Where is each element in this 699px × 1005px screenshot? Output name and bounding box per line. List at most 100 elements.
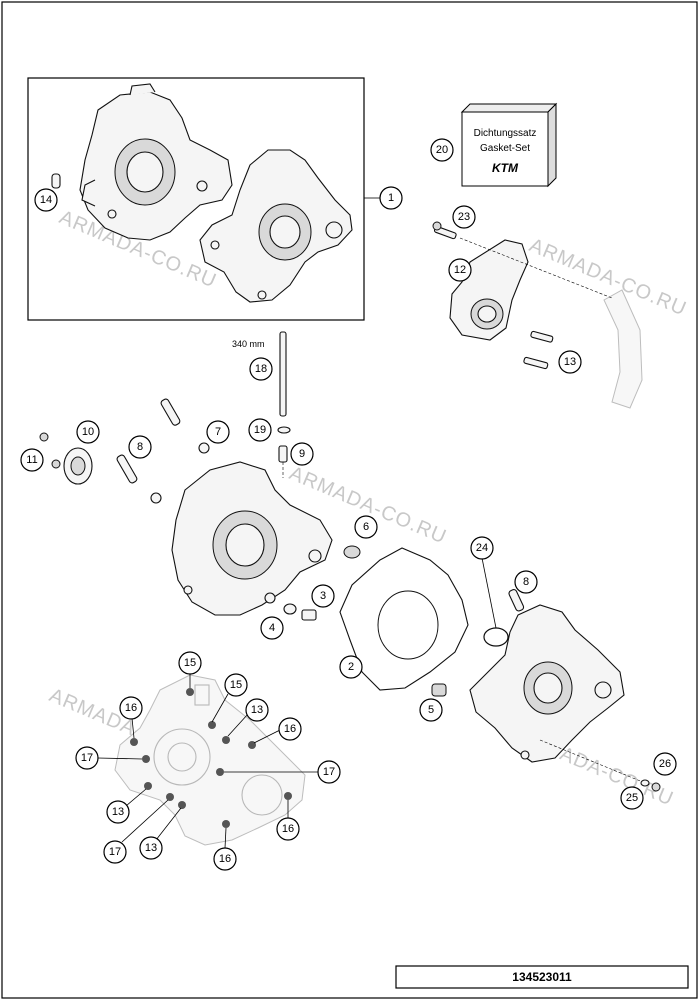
- seal-ring-4: [283, 603, 297, 615]
- callout-25[interactable]: 25: [620, 786, 644, 810]
- svg-text:16: 16: [219, 853, 231, 865]
- callout-20[interactable]: 20: [430, 138, 454, 162]
- svg-text:15: 15: [184, 657, 196, 669]
- svg-text:10: 10: [82, 426, 94, 438]
- callout-16-b[interactable]: 16: [278, 717, 302, 741]
- callout-16-c[interactable]: 16: [276, 817, 300, 841]
- crankcase-left-half: [171, 461, 333, 616]
- screw-11: [39, 432, 61, 469]
- callout-10[interactable]: 10: [76, 420, 100, 444]
- callout-8-right[interactable]: 8: [514, 570, 538, 594]
- svg-text:13: 13: [564, 356, 576, 368]
- svg-text:12: 12: [454, 264, 466, 276]
- svg-text:6: 6: [363, 521, 369, 533]
- screw-23: [432, 221, 457, 240]
- svg-text:11: 11: [26, 454, 37, 466]
- callout-6[interactable]: 6: [354, 515, 378, 539]
- callout-7[interactable]: 7: [206, 420, 230, 444]
- callout-15-a[interactable]: 15: [178, 651, 202, 675]
- svg-text:9: 9: [299, 448, 305, 460]
- svg-text:17: 17: [323, 766, 335, 778]
- callout-5[interactable]: 5: [419, 698, 443, 722]
- screw-plug-3: [301, 609, 317, 621]
- svg-text:8: 8: [137, 441, 143, 453]
- callout-16-a[interactable]: 16: [119, 696, 143, 720]
- guide-rail: [603, 289, 643, 409]
- svg-text:1: 1: [388, 192, 394, 204]
- callout-13-upper[interactable]: 13: [558, 350, 582, 374]
- gasket-set-kit: Dichtungssatz Gasket-Set KTM: [460, 102, 558, 188]
- callout-2[interactable]: 2: [339, 655, 363, 679]
- callout-14[interactable]: 14: [34, 188, 58, 212]
- callout-23[interactable]: 23: [452, 205, 476, 229]
- callout-4[interactable]: 4: [260, 616, 284, 640]
- callout-18[interactable]: 18: [249, 357, 273, 381]
- crankcase-set-box: [27, 77, 365, 321]
- svg-text:15: 15: [230, 679, 242, 691]
- screw-26: [651, 782, 661, 792]
- svg-text:25: 25: [626, 792, 638, 804]
- screw-13-upper: [523, 330, 554, 370]
- callout-8-left[interactable]: 8: [128, 435, 152, 459]
- callout-15-b[interactable]: 15: [224, 673, 248, 697]
- callout-17-c[interactable]: 17: [103, 840, 127, 864]
- gasket-kit-label-de: Dichtungssatz: [474, 128, 537, 139]
- svg-text:16: 16: [282, 823, 294, 835]
- dowel-pin-14: [51, 173, 61, 189]
- svg-text:14: 14: [40, 194, 52, 206]
- bushing-6: [343, 545, 361, 559]
- svg-text:23: 23: [458, 211, 470, 223]
- crankcase-gasket-2: [339, 547, 469, 691]
- document-code-box: 134523011: [395, 965, 689, 989]
- callout-12[interactable]: 12: [448, 258, 472, 282]
- callout-19[interactable]: 19: [248, 418, 272, 442]
- svg-text:19: 19: [254, 424, 266, 436]
- callout-3[interactable]: 3: [311, 584, 335, 608]
- dowel-8-left: [116, 454, 162, 504]
- bushing-5: [431, 683, 447, 697]
- callout-17-a[interactable]: 17: [75, 746, 99, 770]
- clamp-19: [277, 426, 291, 434]
- svg-text:13: 13: [112, 806, 124, 818]
- callout-1[interactable]: 1: [379, 186, 403, 210]
- crankcase-right-half-top: [199, 149, 353, 303]
- callout-24[interactable]: 24: [470, 536, 494, 560]
- dowel-7: [160, 398, 210, 454]
- svg-text:16: 16: [125, 702, 137, 714]
- svg-text:13: 13: [145, 842, 157, 854]
- svg-text:4: 4: [269, 622, 275, 634]
- cover-plate-10: [63, 447, 93, 485]
- svg-text:5: 5: [428, 704, 434, 716]
- callout-9[interactable]: 9: [290, 442, 314, 466]
- bolt-markers: [130, 688, 292, 828]
- nozzle-9: [278, 445, 288, 478]
- svg-text:3: 3: [320, 590, 326, 602]
- callout-17-b[interactable]: 17: [317, 760, 341, 784]
- callout-26[interactable]: 26: [653, 752, 677, 776]
- svg-text:26: 26: [659, 758, 671, 770]
- svg-text:13: 13: [251, 704, 263, 716]
- callout-11[interactable]: 11: [20, 448, 44, 472]
- callout-13-b[interactable]: 13: [245, 698, 269, 722]
- svg-text:17: 17: [81, 752, 93, 764]
- gasket-kit-label-en: Gasket-Set: [480, 143, 530, 154]
- brand-logo: KTM: [492, 161, 519, 175]
- svg-text:7: 7: [215, 426, 221, 438]
- svg-text:8: 8: [523, 576, 529, 588]
- svg-text:16: 16: [284, 723, 296, 735]
- svg-text:20: 20: [436, 144, 448, 156]
- svg-text:24: 24: [476, 542, 488, 554]
- callout-13-d[interactable]: 13: [139, 836, 163, 860]
- dowel-8-right: [508, 589, 525, 612]
- svg-text:17: 17: [109, 846, 121, 858]
- svg-text:18: 18: [255, 363, 267, 375]
- bearing-cover-12: [449, 239, 529, 341]
- document-code: 134523011: [512, 970, 572, 984]
- callout-13-c[interactable]: 13: [106, 800, 130, 824]
- oil-tube-18: [279, 331, 287, 417]
- crankcase-right-half: [469, 604, 625, 763]
- callout-16-d[interactable]: 16: [213, 847, 237, 871]
